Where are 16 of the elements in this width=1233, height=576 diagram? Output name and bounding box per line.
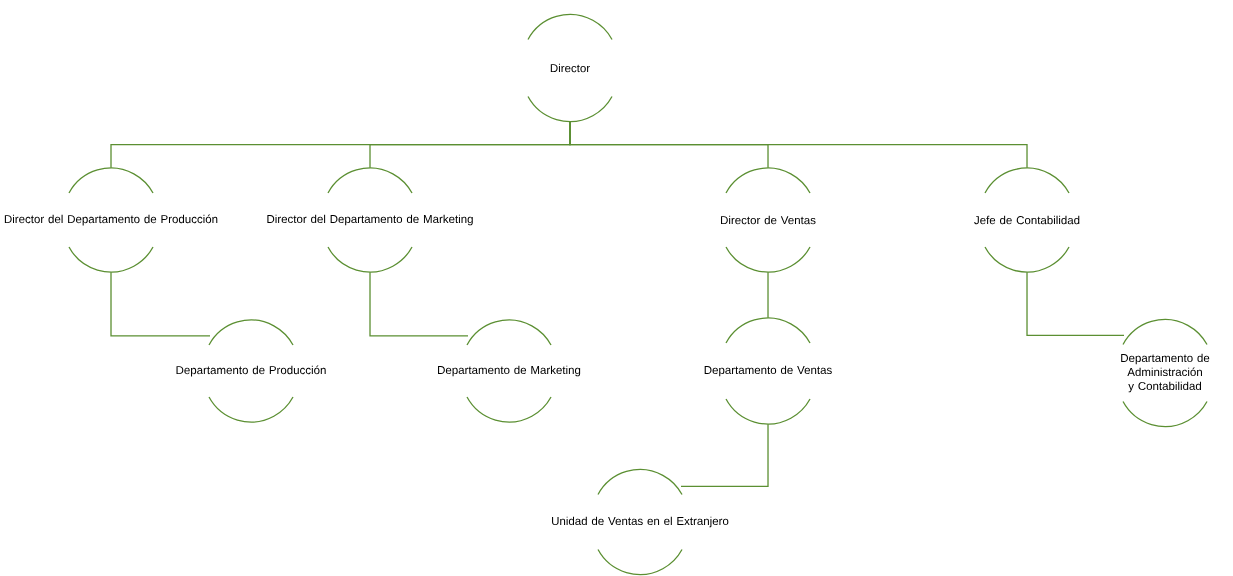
connector-line: [680, 423, 769, 487]
bracket-node: Departamento de Producción: [176, 319, 326, 423]
bracket-node: Director del Departamento de Marketing: [267, 167, 473, 273]
connector-line: [369, 271, 469, 337]
bracket-node: Director: [527, 13, 613, 123]
bracket-node: Unidad de Ventas en el Extranjero: [552, 468, 729, 576]
bracket-node: Departamento de Marketing: [438, 319, 581, 423]
connector-line: [569, 121, 1028, 169]
bracket-node: Director del Departamento de Producción: [4, 167, 218, 273]
bracket-node: Departamento de Administración y Contabilidad: [1121, 318, 1210, 428]
connector-line: [1026, 271, 1125, 336]
bracket-node: Jefe de Contabilidad: [974, 167, 1080, 273]
bracket-node: Departamento de Ventas: [704, 317, 832, 425]
connector-line: [767, 271, 769, 319]
bracket-node: Director de Ventas: [721, 167, 816, 273]
connector-line: [110, 271, 211, 337]
